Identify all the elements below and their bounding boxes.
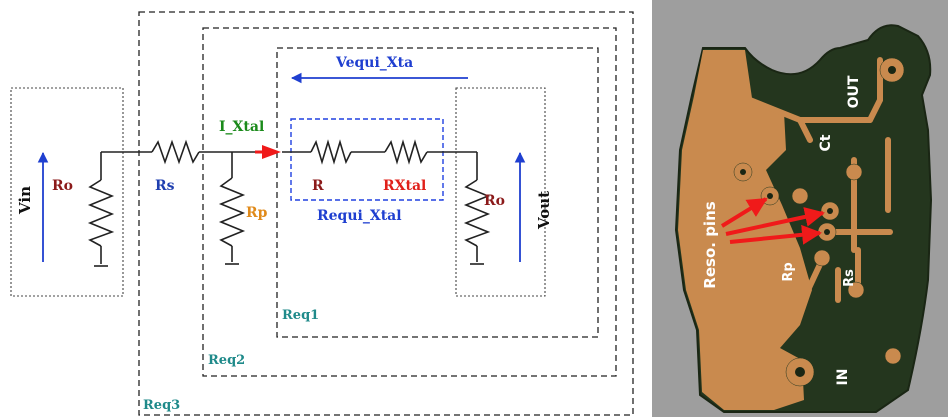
i-xtal-arrowhead [262,145,281,159]
req1-box [276,47,599,338]
reso-pin-arrows [720,197,825,245]
circuit-schematic: Vin Ro Rs I_Xtal Rp R RXtal Requi_Xtal V… [10,11,634,416]
rxtal-label: RXtal [383,178,426,194]
resistor-rxtal [384,139,428,165]
rp-label: Rp [246,205,268,221]
pcb-holes [740,66,896,377]
rs-label: Rs [155,178,175,194]
vout-label: Vout [535,191,553,230]
req2-box [202,27,617,377]
ct-label: Ct [818,134,834,151]
r-label: R [312,178,324,194]
ro-left-label: Ro [52,178,73,194]
requi-xtal-box [290,118,444,201]
in-label: IN [835,369,851,386]
resistor-rp [218,177,246,247]
resistor-rs [151,139,200,165]
out-label: OUT [846,75,862,108]
wires [100,151,478,264]
pcb-photo: OUT Ct Reso. pins Rp Rs IN [652,0,948,417]
resistor-ro-left [87,179,115,247]
req2-label: Req2 [208,353,245,368]
ground-symbols [94,263,484,267]
ro-right-label: Ro [484,193,505,209]
req1-label: Req1 [282,308,319,323]
req3-label: Req3 [143,398,180,413]
reso-pins-label: Reso. pins [701,201,719,288]
load-box [455,87,546,297]
rs-photo-label: Rs [842,269,857,287]
i-xtal-label: I_Xtal [219,119,264,135]
rp-photo-label: Rp [781,262,796,281]
req3-box [138,11,634,416]
vequi-xta-label: Vequi_Xta [335,55,413,71]
requi-xtal-label: Requi_Xtal [317,208,402,224]
vin-label: Vin [16,186,34,215]
resistor-ro-right [463,179,491,247]
source-box [10,87,124,297]
resistor-r [310,139,352,165]
